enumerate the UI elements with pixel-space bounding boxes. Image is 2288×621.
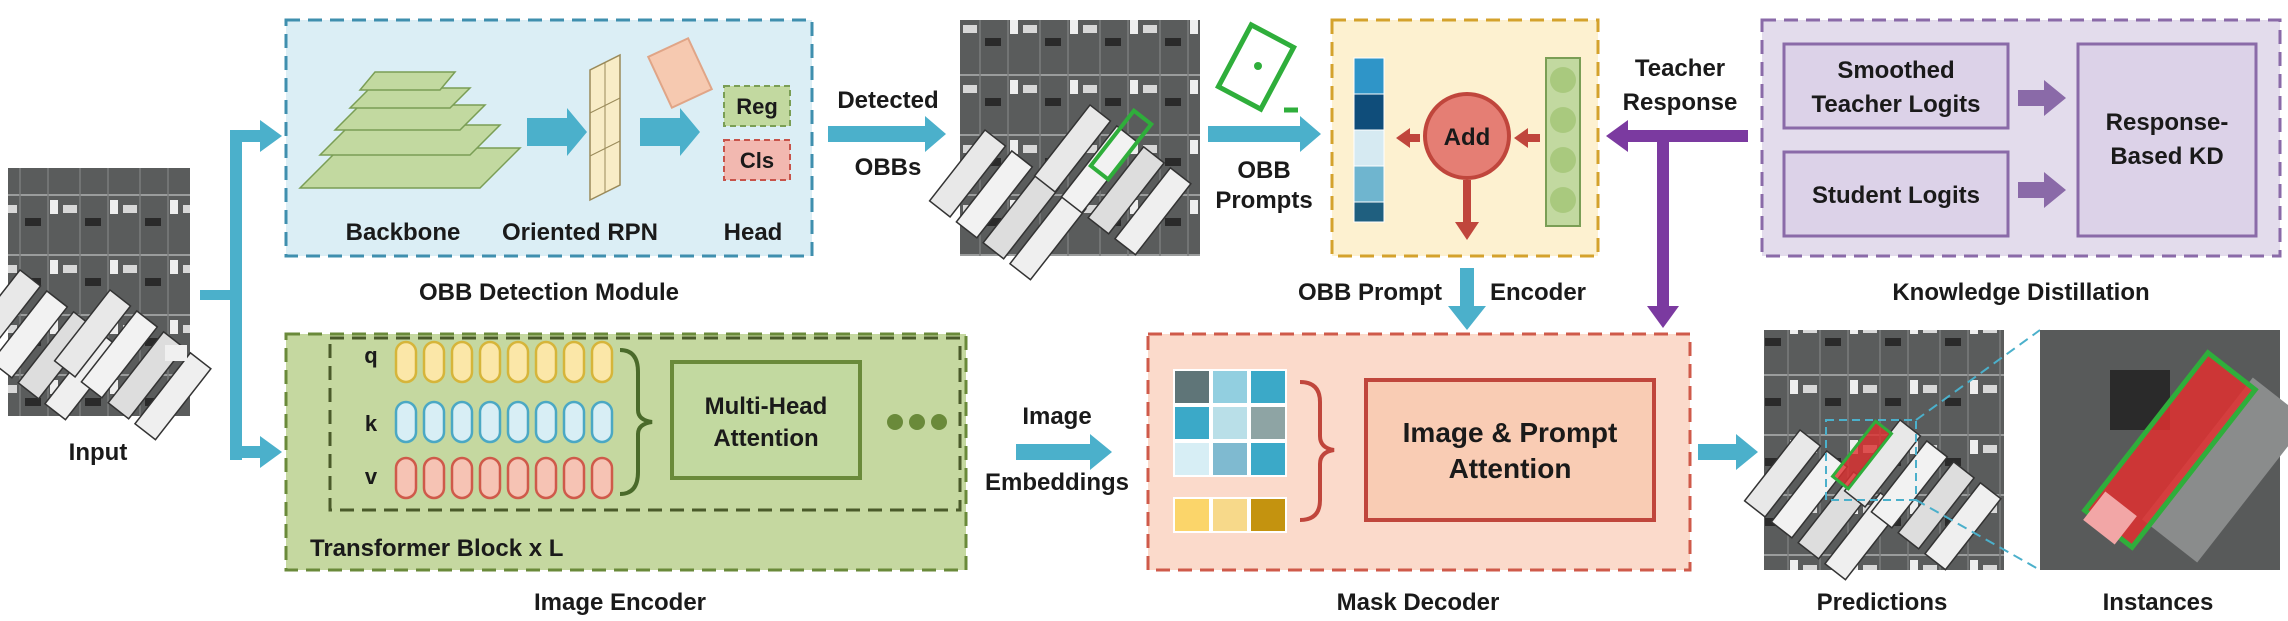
student-logits-label: Student Logits [1812,182,1980,209]
arrow-student-to-kd [2018,172,2066,208]
obb-prompts-label-line2: Prompts [1215,187,1312,214]
arrow-image-embeddings [1016,434,1112,470]
mask-decoder-title: Mask Decoder [1337,589,1500,616]
obb-prompt-icon [1214,21,1298,113]
prompt-encoder-title-left: OBB Prompt [1298,279,1442,306]
detected-label-line2: OBBs [855,154,922,181]
prompt-tokens-row [1173,497,1287,533]
smoothed-teacher-box [1782,42,2010,130]
attention-line1: Image & Prompt [1403,417,1618,448]
image-encoder-title: Image Encoder [534,589,706,616]
instances-image [2040,330,2288,570]
positional-encoding-bar [1545,57,1581,227]
obb-prompts-label-line1: OBB [1237,157,1290,184]
attention-line2: Attention [1449,453,1572,484]
mha-line1: Multi-Head [705,393,828,420]
arrow-detected-obbs [828,116,946,152]
response-kd-line1: Response- [2106,109,2229,136]
arrow-bar-to-add [1396,128,1420,148]
k-label: k [365,411,378,436]
image-embeddings-line2: Embeddings [985,469,1129,496]
detected-obbs-image [928,20,1200,281]
cls-box [723,139,791,181]
instances-label: Instances [2103,589,2214,616]
arrow-obb-prompts [1208,116,1321,152]
response-kd-line2: Based KD [2110,143,2223,170]
predictions-label: Predictions [1817,589,1948,616]
mha-line2: Attention [713,425,818,452]
v-tokens [394,456,614,500]
arrow-positional-to-add [1514,128,1540,148]
zoom-lines [1915,329,2041,571]
arrow-add-down [1455,180,1479,240]
reg-label: Reg [736,94,778,119]
predictions-image [1743,330,2004,581]
arrow-teacher-to-kd [2018,80,2066,116]
input-branch-arrows [200,120,282,468]
arrow-encoder-to-decoder [1448,268,1486,330]
response-kd-box [2076,42,2258,238]
arrow-to-predictions [1698,434,1758,470]
rpn-feature-icon [589,36,714,202]
kd-title: Knowledge Distillation [1892,279,2149,306]
arrow-rpn-head [640,108,700,156]
backbone-icon [298,71,522,189]
smoothed-teacher-line1: Smoothed [1837,57,1954,84]
arrow-backbone-rpn [527,108,587,156]
transformer-block-box [328,336,962,512]
ellipsis-icon [887,414,947,430]
k-tokens [394,400,614,444]
v-label: v [365,464,378,489]
backbone-label: Backbone [346,219,461,246]
input-label: Input [69,439,128,466]
teacher-label-line1: Teacher [1635,55,1725,82]
qkv-brace [619,348,653,496]
decoder-brace [1299,380,1335,522]
prompt-embedding-bar [1353,57,1385,223]
cls-label: Cls [740,148,774,173]
detection-module-title: OBB Detection Module [419,279,679,306]
multi-head-attention-box [670,360,862,480]
image-embeddings-line1: Image [1022,403,1091,430]
image-prompt-attention-box [1364,378,1656,522]
add-label: Add [1444,124,1491,151]
rpn-label: Oriented RPN [502,219,658,246]
input-image [0,168,212,441]
transformer-block-label: Transformer Block x L [310,535,563,562]
embedding-grid [1173,369,1287,477]
q-tokens [394,340,614,384]
teacher-response-arrow [1606,120,1748,328]
add-node [1423,92,1511,180]
q-label: q [364,343,377,368]
teacher-label-line2: Response [1623,89,1738,116]
prompt-encoder-title-right: Encoder [1490,279,1586,306]
head-label: Head [724,219,783,246]
student-logits-box [1782,150,2010,238]
smoothed-teacher-line2: Teacher Logits [1812,91,1981,118]
detected-label-line1: Detected [837,87,938,114]
reg-box [723,85,791,127]
